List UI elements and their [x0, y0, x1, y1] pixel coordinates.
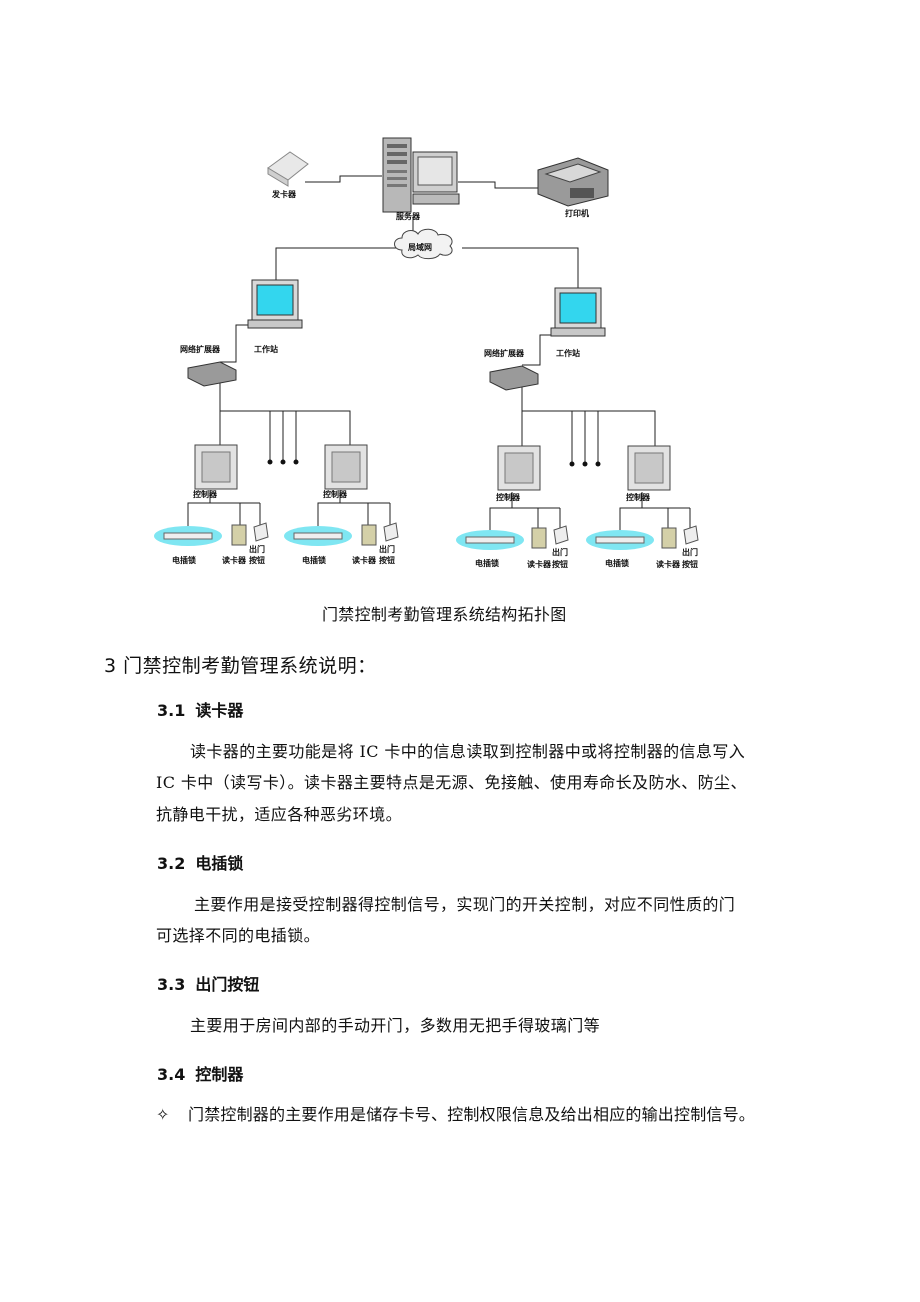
label-controller-2: 控制器	[323, 489, 348, 499]
paragraph-line: 主要用于房间内部的手动开门，多数用无把手得玻璃门等	[190, 1016, 601, 1035]
card-reader-icons	[231, 524, 677, 549]
subsection-number: 3.4	[157, 1065, 186, 1084]
label-electric-lock-1: 电插锁	[172, 555, 196, 565]
electric-lock-1-icon	[154, 526, 222, 546]
paragraph-line: 可选择不同的电插锁。	[156, 926, 321, 945]
label-printer: 打印机	[565, 208, 589, 218]
electric-lock-2-icon	[284, 526, 352, 546]
label-button-1: 按钮	[249, 555, 265, 565]
controller-3-icon	[497, 445, 541, 491]
subsection-3-4: 3.4 控制器	[157, 1061, 243, 1085]
paragraph-line: 读卡器的主要功能是将 IC 卡中的信息读取到控制器中或将控制器的信息写入	[190, 742, 746, 761]
subsection-number: 3.1	[157, 701, 186, 720]
section-title: 3 门禁控制考勤管理系统说明：	[104, 655, 377, 677]
subsection-number: 3.2	[157, 854, 186, 873]
electric-lock-4-icon	[586, 530, 654, 550]
label-card-reader-1: 读卡器	[222, 555, 247, 565]
label-exit-1: 出门	[249, 544, 265, 554]
bullet-icon: ✧	[156, 1105, 170, 1124]
extension-dots	[267, 459, 601, 467]
subsection-title: 读卡器	[195, 701, 244, 720]
label-workstation-right: 工作站	[556, 348, 580, 358]
label-network-extender-right: 网络扩展器	[484, 348, 525, 358]
label-card-reader-4: 读卡器	[656, 559, 681, 569]
label-button-2: 按钮	[379, 555, 395, 565]
network-extender-left-icon	[187, 361, 237, 387]
label-exit-3: 出门	[552, 547, 568, 557]
controller-1-icon	[194, 444, 238, 490]
label-electric-lock-2: 电插锁	[302, 555, 326, 565]
subsection-3-3: 3.3 出门按钮	[157, 971, 259, 995]
subsection-title: 控制器	[195, 1065, 244, 1084]
label-controller-3: 控制器	[496, 492, 521, 502]
label-server: 服务器	[396, 211, 421, 221]
label-workstation-left: 工作站	[254, 344, 278, 354]
subsection-title: 出门按钮	[195, 975, 260, 994]
topology-diagram: 发卡器 服务器 打印机	[150, 130, 720, 580]
paragraph-line: 主要作用是接受控制器得控制信号，实现门的开关控制，对应不同性质的门	[194, 895, 736, 914]
figure-caption: 门禁控制考勤管理系统结构拓扑图	[322, 605, 567, 624]
label-lan: 局域网	[407, 242, 432, 252]
printer-icon	[537, 157, 609, 207]
workstation-right-icon	[550, 287, 606, 337]
subsection-3-1: 3.1 读卡器	[157, 697, 243, 721]
workstation-left-icon	[247, 279, 303, 329]
label-controller-1: 控制器	[193, 489, 218, 499]
paragraph-line: IC 卡中（读写卡）。读卡器主要特点是无源、免接触、使用寿命长及防水、防尘、	[156, 773, 747, 792]
label-button-3: 按钮	[552, 559, 568, 569]
label-electric-lock-4: 电插锁	[605, 558, 629, 568]
topology-svg: 发卡器 服务器 打印机	[154, 137, 699, 569]
electric-lock-3-icon	[456, 530, 524, 550]
paragraph-line: 门禁控制器的主要作用是储存卡号、控制权限信息及给出相应的输出控制信号。	[188, 1105, 756, 1124]
network-extender-right-icon	[489, 365, 539, 391]
exit-button-icons	[253, 522, 699, 545]
controller-2-icon	[324, 444, 368, 490]
label-exit-2: 出门	[379, 544, 395, 554]
label-network-extender-left: 网络扩展器	[180, 344, 221, 354]
label-electric-lock-3: 电插锁	[475, 558, 499, 568]
lan-cloud-icon	[394, 228, 453, 260]
card-issuer-icon	[267, 151, 309, 187]
label-card-issuer: 发卡器	[271, 189, 297, 199]
subsection-number: 3.3	[157, 975, 186, 994]
label-exit-4: 出门	[682, 547, 698, 557]
label-card-reader-3: 读卡器	[527, 559, 552, 569]
server-icon	[382, 137, 460, 213]
controller-4-icon	[627, 445, 671, 491]
paragraph-line: 抗静电干扰，适应各种恶劣环境。	[156, 805, 403, 824]
subsection-3-2: 3.2 电插锁	[157, 850, 243, 874]
subsection-title: 电插锁	[195, 854, 244, 873]
label-card-reader-2: 读卡器	[352, 555, 377, 565]
label-button-4: 按钮	[682, 559, 698, 569]
label-controller-4: 控制器	[626, 492, 651, 502]
